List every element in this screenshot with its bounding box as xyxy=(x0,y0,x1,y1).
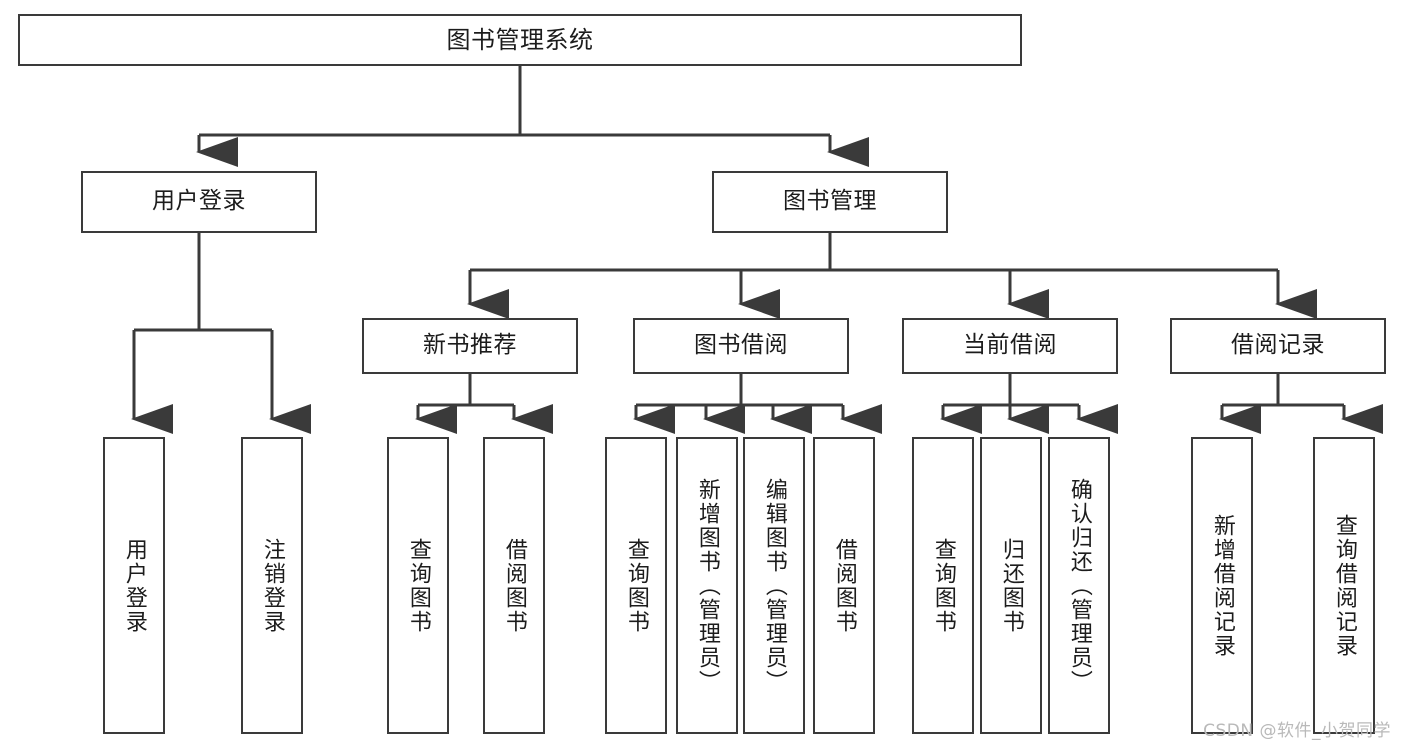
node-label: 借阅图书 xyxy=(501,537,527,634)
leaf-edit-book-admin[interactable]: 编辑图书（管理员） xyxy=(743,437,805,734)
node-label: 用户登录 xyxy=(152,188,246,215)
node-label: 新增图书（管理员） xyxy=(694,477,720,694)
node-label: 借阅记录 xyxy=(1231,332,1325,359)
leaf-logout[interactable]: 注销登录 xyxy=(241,437,303,734)
node-label: 注销登录 xyxy=(259,537,285,634)
node-label: 图书借阅 xyxy=(694,332,788,359)
leaf-add-book-admin[interactable]: 新增图书（管理员） xyxy=(676,437,738,734)
node-label: 编辑图书（管理员） xyxy=(761,477,787,694)
node-borrow-records[interactable]: 借阅记录 xyxy=(1170,318,1386,374)
node-label: 查询借阅记录 xyxy=(1331,513,1357,658)
leaf-borrow-book[interactable]: 借阅图书 xyxy=(813,437,875,734)
node-new-book-recommendation[interactable]: 新书推荐 xyxy=(362,318,578,374)
node-label: 归还图书 xyxy=(998,537,1024,634)
leaf-query-book-current[interactable]: 查询图书 xyxy=(912,437,974,734)
node-label: 借阅图书 xyxy=(831,537,857,634)
node-label: 查询图书 xyxy=(405,537,431,634)
leaf-borrow-book-recommend[interactable]: 借阅图书 xyxy=(483,437,545,734)
node-label: 查询图书 xyxy=(623,537,649,634)
leaf-query-borrow-record[interactable]: 查询借阅记录 xyxy=(1313,437,1375,734)
leaf-return-book[interactable]: 归还图书 xyxy=(980,437,1042,734)
leaf-confirm-return-admin[interactable]: 确认归还（管理员） xyxy=(1048,437,1110,734)
leaf-query-book-borrow[interactable]: 查询图书 xyxy=(605,437,667,734)
node-label: 图书管理系统 xyxy=(446,25,594,54)
leaf-query-book-recommend[interactable]: 查询图书 xyxy=(387,437,449,734)
watermark-text: CSDN @软件_小贺同学 xyxy=(1203,721,1391,741)
leaf-add-borrow-record[interactable]: 新增借阅记录 xyxy=(1191,437,1253,734)
node-user-login[interactable]: 用户登录 xyxy=(81,171,317,233)
node-label: 确认归还（管理员） xyxy=(1066,477,1092,694)
node-root-system[interactable]: 图书管理系统 xyxy=(18,14,1022,66)
node-label: 用户登录 xyxy=(121,537,147,634)
node-label: 查询图书 xyxy=(930,537,956,634)
leaf-user-login[interactable]: 用户登录 xyxy=(103,437,165,734)
node-book-borrow[interactable]: 图书借阅 xyxy=(633,318,849,374)
node-label: 新书推荐 xyxy=(423,332,517,359)
node-current-borrow[interactable]: 当前借阅 xyxy=(902,318,1118,374)
node-label: 新增借阅记录 xyxy=(1209,513,1235,658)
node-label: 当前借阅 xyxy=(963,332,1057,359)
node-book-management[interactable]: 图书管理 xyxy=(712,171,948,233)
node-label: 图书管理 xyxy=(783,188,877,215)
